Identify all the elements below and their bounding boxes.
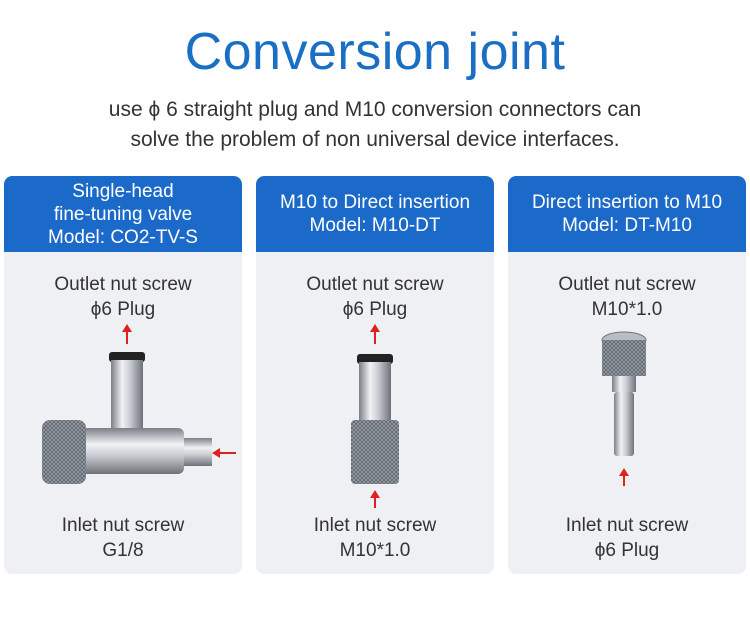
outlet-label-line-1: Outlet nut screw (558, 274, 696, 295)
outlet-label: Outlet nut screw M10*1.0 (508, 272, 746, 322)
card-title-line: Model: DT-M10 (562, 215, 692, 236)
connector-image (601, 331, 647, 486)
inlet-label: Inlet nut screw G1/8 (4, 513, 242, 563)
up-arrow-icon (370, 490, 380, 508)
page-subtitle: use ϕ 6 straight plug and M10 conversion… (0, 95, 750, 155)
up-arrow-icon (370, 324, 380, 344)
card-co2-tv-s: Single-head fine-tuning valve Model: CO2… (4, 176, 242, 574)
connector-image (351, 324, 399, 508)
outlet-label-line-2: M10*1.0 (591, 299, 663, 320)
card-header: Single-head fine-tuning valve Model: CO2… (4, 176, 242, 252)
card-title-line: Model: CO2-TV-S (48, 226, 198, 248)
inlet-label-line-2: M10*1.0 (339, 540, 411, 561)
valve-image (42, 324, 236, 484)
card-title-line: Single-head (72, 180, 174, 202)
outlet-label-line-2: ϕ6 Plug (90, 299, 156, 320)
inlet-label: Inlet nut screw ϕ6 Plug (508, 513, 746, 563)
card-header: M10 to Direct insertion Model: M10-DT (256, 176, 494, 252)
subtitle-line-2: solve the problem of non universal devic… (130, 128, 620, 151)
outlet-label-line-1: Outlet nut screw (54, 274, 192, 295)
card-dt-m10: Direct insertion to M10 Model: DT-M10 Ou… (508, 176, 746, 574)
page-title: Conversion joint (184, 23, 566, 81)
subtitle-line-1: use ϕ 6 straight plug and M10 conversion… (108, 98, 642, 121)
inlet-label-line-2: ϕ6 Plug (594, 540, 660, 561)
inlet-label-line-2: G1/8 (102, 540, 144, 561)
inlet-label-line-1: Inlet nut screw (61, 515, 185, 536)
outlet-label: Outlet nut screw ϕ6 Plug (256, 272, 494, 322)
outlet-label: Outlet nut screw ϕ6 Plug (4, 272, 242, 322)
inlet-label-line-1: Inlet nut screw (313, 515, 437, 536)
card-header: Direct insertion to M10 Model: DT-M10 (508, 176, 746, 252)
outlet-label-line-2: ϕ6 Plug (342, 299, 408, 320)
inlet-label: Inlet nut screw M10*1.0 (256, 513, 494, 563)
up-arrow-icon (619, 468, 629, 486)
outlet-label-line-1: Outlet nut screw (306, 274, 444, 295)
card-title-line: M10 to Direct insertion (279, 192, 471, 213)
up-arrow-icon (122, 324, 132, 344)
card-title-line: Direct insertion to M10 (531, 192, 723, 213)
inlet-label-line-1: Inlet nut screw (565, 515, 689, 536)
left-arrow-icon (212, 448, 236, 458)
card-m10-dt: M10 to Direct insertion Model: M10-DT Ou… (256, 176, 494, 574)
card-title-line: Model: M10-DT (309, 215, 441, 236)
card-title-line: fine-tuning valve (53, 203, 193, 225)
